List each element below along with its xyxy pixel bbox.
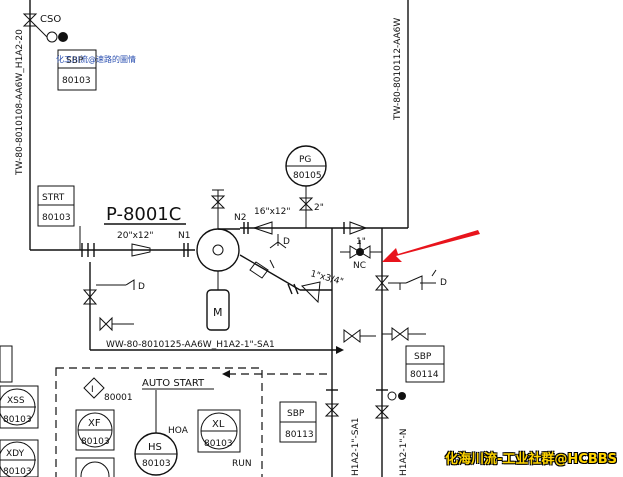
hs-label: HS [148,442,162,453]
top-sbp-box [57,49,97,91]
pg-size-label: 2" [314,203,324,213]
sbp-right-number: 80114 [410,370,439,380]
top-sbp-label: SBP [66,56,84,66]
cso-link [35,25,48,38]
pump-vent-valve-icon [210,195,226,209]
xss-number: 80103 [3,415,32,425]
xdy-number: 80103 [3,467,32,477]
check-valve-icon [349,221,368,235]
xf-number: 80103 [81,437,110,447]
right-block-valve-icon [374,275,390,291]
sbp-mid-number: 80113 [285,430,314,440]
xf-label: XF [88,418,101,429]
line-label-top-right: TW-80-8010112-AA6W [393,18,403,121]
bottom-left-valve-icon [99,316,113,332]
sbp-mid-label: SBP [287,409,305,419]
strt-label: STRT [42,193,65,203]
xss-box [0,385,39,429]
pump-casing-icon [196,228,240,272]
drain-reducer-label: 1"x3/4" [309,269,344,287]
control-dashed-box [55,367,263,477]
discharge-reducer-icon [252,221,273,235]
n2-label: N2 [234,213,246,223]
mid-low-valve-icon [324,403,340,417]
xl-box [197,409,241,453]
nc-closed-dot-icon [356,248,364,256]
auto-start-label: AUTO START [142,378,205,389]
xl-number: 80103 [204,439,233,449]
right-low-valve-icon [374,405,390,419]
flow-arrow-icon [336,346,344,354]
left-drain-valve-icon [82,289,98,305]
line-label-bottom: WW-80-8010125-AA6W_H1A2-1"-SA1 [106,340,275,350]
line-label-vertical-1: H1A2-1"-SA1 [351,418,361,477]
drain-reducer-icon [301,281,321,304]
n1-label: N1 [178,231,190,241]
pipe-drain-diagonal [239,254,301,291]
cso-circle-closed-icon [58,32,68,42]
line-label-top-left: TW-80-8010108-AA6W_H1A2-20 [15,29,25,176]
run-label: RUN [232,459,252,469]
strt-box [37,185,75,227]
xdy-box [0,439,39,477]
interlock-number: 80001 [104,393,133,403]
top-sbp-number: 80103 [62,76,91,86]
suction-reducer-icon [131,243,151,257]
strt-number: 80103 [42,213,71,223]
watermark: 化海川流-工业社群@HCBBS [445,452,617,467]
drain-d1-label: D [283,237,290,247]
xdy-label: XDY [6,449,25,459]
pg-label: PG [299,155,311,165]
drain-d2-label: D [138,282,145,292]
mid-valve-1-icon [343,329,361,343]
drain-valve-icon [249,261,269,279]
top-note: 化工川流@速路的圖情 [56,55,136,64]
drain-d3-label: D [440,278,447,288]
nc-size-label: 1" [356,237,366,247]
suction-reducer-label: 20"x12" [117,231,154,241]
interlock-symbol: I [91,385,94,395]
motor-label: M [213,306,223,319]
discharge-reducer-label: 16"x12" [254,207,291,217]
pump-tag: P-8001C [106,204,181,225]
cso-label: CSO [40,14,61,25]
line-label-vertical-2: H1A2-1"-N [399,429,409,476]
xss-label: XSS [7,396,25,406]
nc-label: NC [353,261,366,271]
xl-label: XL [212,419,225,430]
pump-eye-icon [212,244,224,256]
motor-icon [206,289,230,331]
pg-root-valve-icon [298,197,314,211]
callout-arrow-icon [382,230,480,262]
xf-box [75,409,115,451]
hs-number: 80103 [142,459,171,469]
hoa-label: HOA [168,426,189,436]
sbp-right-label: SBP [414,352,432,362]
interlock-diamond-icon [83,377,105,399]
pg-number: 80105 [293,171,322,181]
cso-valve-icon [22,13,38,27]
right-valve-2-icon [391,327,409,341]
cso-circle-open-icon [46,31,58,43]
